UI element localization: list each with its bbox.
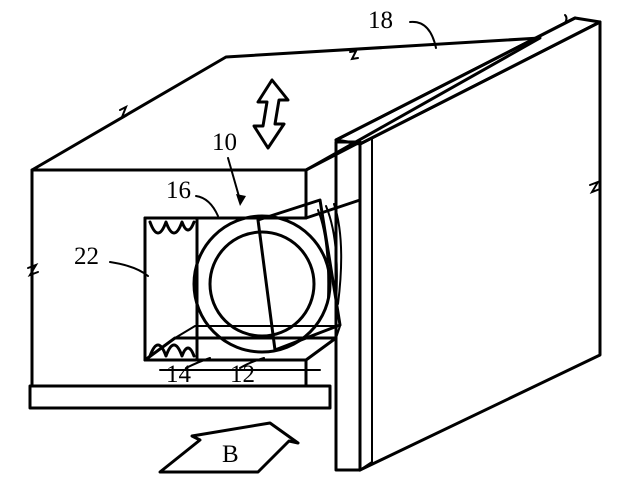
vertical-double-arrow xyxy=(252,78,290,150)
block-top-face xyxy=(30,36,542,172)
label-22: 22 xyxy=(74,243,99,270)
direction-arrow-b xyxy=(158,421,300,474)
spring-panel xyxy=(143,216,199,362)
label-10: 10 xyxy=(212,129,237,156)
front-plate xyxy=(334,14,602,472)
label-b: B xyxy=(222,441,239,468)
bottom-cell-strip xyxy=(28,384,332,410)
label-16: 16 xyxy=(166,177,191,204)
label-12: 12 xyxy=(230,361,255,388)
leader-lines xyxy=(109,20,437,369)
label-18: 18 xyxy=(368,7,393,34)
label-14: 14 xyxy=(166,361,192,388)
cylinder-member xyxy=(192,198,343,354)
